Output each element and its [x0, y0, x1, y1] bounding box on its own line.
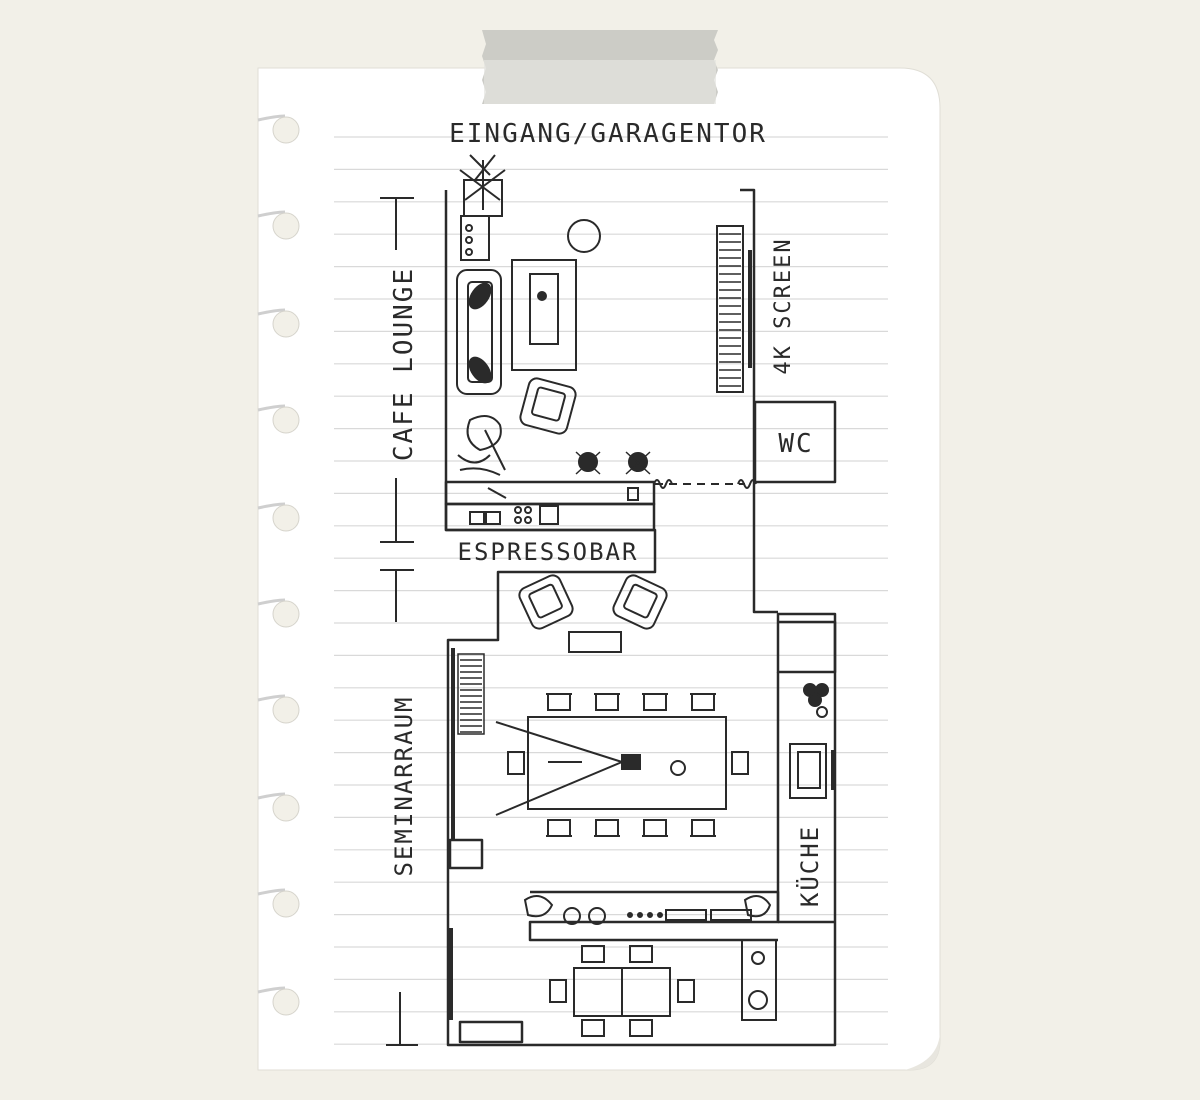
entrance-label: EINGANG/GARAGENTOR — [449, 119, 767, 149]
chair-icon — [581, 1019, 605, 1037]
binder-hole — [272, 890, 300, 918]
chair-icon — [581, 945, 605, 963]
kitchen-fixtures — [741, 683, 835, 1021]
coil-connectors — [653, 479, 757, 489]
binder-ring — [257, 502, 286, 510]
screen-label: 4K SCREEN — [771, 237, 796, 374]
paper-sheet — [257, 67, 941, 1071]
binder-ring — [257, 598, 286, 606]
chair-icon — [629, 945, 653, 963]
chair-icon — [612, 574, 668, 630]
side-table — [568, 631, 622, 653]
espresso-bar-label: ESPRESSOBAR — [458, 538, 639, 566]
dining-table — [573, 967, 671, 1017]
binder-ring — [257, 308, 286, 316]
sink-icon — [789, 743, 827, 799]
binder-ring — [257, 210, 286, 218]
binder-hole — [272, 600, 300, 628]
binder-ring — [257, 694, 286, 702]
binder-hole — [272, 504, 300, 532]
tape-highlight — [484, 60, 716, 104]
lounge-furniture — [456, 215, 744, 525]
louvres — [457, 233, 741, 735]
dining-chairs — [549, 945, 695, 1037]
binder-hole — [272, 406, 300, 434]
binder-hole — [272, 988, 300, 1016]
binder-hole — [272, 696, 300, 724]
walls — [444, 188, 837, 1047]
sofa-icon — [456, 269, 502, 395]
room-labels: EINGANG/GARAGENTOR CAFE LOUNGE 4K SCREEN… — [389, 119, 824, 907]
chair-icon — [549, 979, 567, 1003]
chair-icon — [629, 1019, 653, 1037]
seminar-cabinet — [457, 653, 485, 735]
binder-hole — [272, 794, 300, 822]
curled-corner — [905, 1030, 940, 1070]
seminar-label: SEMINARRAUM — [390, 696, 418, 877]
chair-icon — [731, 751, 749, 775]
binder-hole — [272, 310, 300, 338]
lamp-icon — [567, 219, 601, 253]
stove-icon — [803, 683, 829, 718]
coffee-table — [511, 259, 577, 371]
binder-ring — [257, 114, 286, 122]
seminar-table — [495, 716, 727, 816]
binder-ring — [257, 404, 286, 412]
kitchen-label: KÜCHE — [795, 825, 824, 907]
wc-label: WC — [778, 429, 813, 459]
dimension-markers — [380, 197, 418, 1046]
chair-icon — [519, 377, 577, 435]
seminar-chairs — [507, 693, 749, 837]
leaf-icon — [457, 154, 772, 918]
sideboard-items — [563, 907, 752, 925]
binder-ring — [257, 888, 286, 896]
binder-holes — [257, 114, 300, 1016]
chair-icon — [507, 751, 525, 775]
binder-hole — [272, 116, 300, 144]
binder-ring — [257, 792, 286, 800]
binder-ring — [257, 986, 286, 994]
binder-hole — [272, 212, 300, 240]
center-seating — [518, 574, 668, 653]
chair-icon — [518, 574, 574, 630]
chair-icon — [677, 979, 695, 1003]
tv-unit — [716, 225, 744, 393]
cafe-lounge-label: CAFE LOUNGE — [389, 267, 419, 461]
